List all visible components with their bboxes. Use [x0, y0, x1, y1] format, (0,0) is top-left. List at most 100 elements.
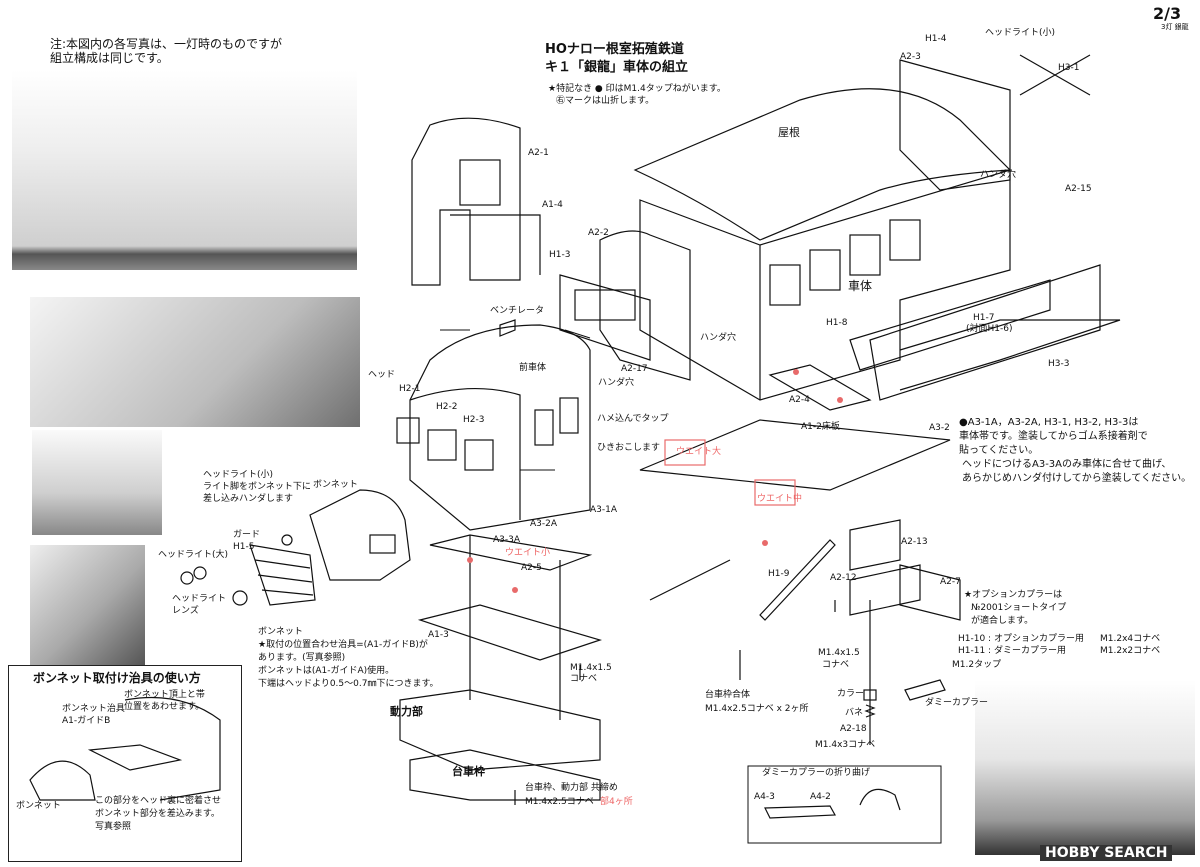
- label-bonnet: ボンネット: [313, 480, 358, 490]
- part-h3-1-xbrace: [1019, 54, 1091, 96]
- label-hikiokoshi: ひきおこします: [597, 443, 661, 453]
- label-handa-ana2: ハンダ穴: [598, 378, 635, 388]
- label-handa-hole: ハンダ穴: [980, 170, 1017, 180]
- note-a3-line1: ●A3-1A，A3-2A, H3-1, H3-2, H3-3は: [959, 417, 1139, 428]
- label-m12x2: M1.2x2コナベ: [1100, 646, 1161, 656]
- label-m12tap: M1.2タップ: [952, 660, 1002, 670]
- title-line2: キ１「銀龍」車体の組立: [545, 60, 689, 75]
- part-a2-1: [411, 117, 521, 286]
- part-a2-1-window: [459, 159, 501, 206]
- part-h1-7: [849, 279, 1051, 371]
- label-m14x15b: M1.4x1.5: [818, 648, 860, 658]
- bonnet-note-3: あります。(写真参照): [258, 653, 346, 663]
- part-car-body: [639, 169, 1011, 401]
- part-collar: [863, 689, 877, 701]
- window-h2-2: [427, 429, 457, 461]
- headlight-small: [281, 534, 293, 546]
- label-a4-2: A4-2: [810, 792, 831, 802]
- label-shatai: 車体: [848, 279, 873, 293]
- label-a2-3: A2-3: [900, 52, 921, 62]
- label-headlight-big: ヘッドライト(大): [158, 550, 229, 560]
- part-ventilator: [499, 319, 516, 337]
- label-a2-4: A2-4: [789, 395, 810, 405]
- label-shared3: 部4ヶ所: [600, 797, 633, 807]
- label-a2-13: A2-13: [901, 537, 928, 547]
- jig-note3: 写真参照: [95, 822, 132, 832]
- part-a2-2: [599, 230, 691, 381]
- jig-bonnet: ボンネット: [16, 801, 61, 811]
- part-dummy-coupler: [904, 679, 946, 701]
- label-guard: ガード: [233, 530, 261, 540]
- headlight-lens: [232, 590, 248, 606]
- jig-note1: この部分をヘッド裏に密着させ: [95, 796, 222, 806]
- label-handa-ana3: ハンダ穴: [700, 333, 737, 343]
- label-dummy-bend: ダミーカプラーの折り曲げ: [762, 768, 871, 778]
- label-konabe2: コナベ: [822, 660, 850, 670]
- jig-note2: ボンネット部分を差込みます。: [95, 809, 220, 819]
- photo-railcar-side: [12, 70, 357, 270]
- label-hl-small-1: ヘッドライト(小): [203, 470, 274, 480]
- part-floor-a1-2: [639, 419, 951, 491]
- label-head: ヘッド: [368, 370, 396, 380]
- label-hamekomi: ハメ込んでタップ: [597, 414, 669, 424]
- photo-headlight-guard: [32, 430, 162, 535]
- note-a3-line5: あらかじめハンダ付けしてから塗装してください。: [962, 473, 1192, 484]
- top-note-line1: 注:本図内の各写真は、一灯時のものですが: [50, 37, 283, 51]
- label-a3-3a: A3-3A: [493, 535, 521, 545]
- note-option-line2: №2001ショートタイプ: [971, 603, 1067, 613]
- part-a2-4: [768, 364, 872, 411]
- legend-line2: ㊨マークは山折します。: [556, 96, 655, 106]
- weight-large: [664, 439, 706, 466]
- window-h2-1: [396, 417, 420, 444]
- label-h2-1: H2-1: [399, 384, 421, 394]
- page-number: 2/3: [1153, 4, 1182, 23]
- bonnet-note-1: ボンネット: [258, 627, 303, 637]
- label-a2-5: A2-5: [521, 563, 542, 573]
- part-h1-9: [759, 539, 836, 621]
- label-h1-7-note: (対面H1-6): [966, 324, 1013, 334]
- label-a2-17: A2-17: [621, 364, 648, 374]
- label-h1-5: H1-5: [233, 542, 255, 552]
- part-a2-12: [849, 564, 921, 616]
- watermark-logo: HOBBY SEARCH: [1040, 845, 1173, 861]
- part-a2-13: [849, 519, 901, 571]
- bonnet-note-5: 下端はヘッドより0.5〜0.7㎜下につきます。: [258, 679, 439, 689]
- label-a2-2: A2-2: [588, 228, 609, 238]
- label-a1-2: A1-2床板: [801, 422, 840, 432]
- jig-box-title: ボンネット取付け治具の使い方: [33, 671, 201, 685]
- label-collar: カラー: [837, 689, 865, 699]
- part-front-body: [409, 324, 591, 531]
- label-mae-shatai: 前車体: [519, 363, 547, 373]
- label-weight-small: ウエイト小: [505, 548, 551, 558]
- jig-top1: ボンネット頂上と帯: [124, 690, 205, 700]
- part-a2-7: [899, 564, 961, 621]
- part-spring: [864, 704, 876, 718]
- part-h3-3: [899, 319, 1121, 391]
- note-a3-line2: 車体帯です。塗装してからゴム系接着剤で: [959, 431, 1148, 442]
- label-douryoku: 動力部: [390, 705, 423, 718]
- jig-guide1: ボンネット治具: [62, 704, 125, 714]
- photo-bonnet-head: [30, 545, 145, 665]
- label-a4-3: A4-3: [754, 792, 775, 802]
- label-a2-12: A2-12: [830, 573, 857, 583]
- part-h3-1: [899, 59, 1011, 191]
- label-h1-4: H1-4: [925, 34, 947, 44]
- label-bogie-note1: 台車枠合体: [705, 690, 751, 700]
- part-bonnet: [309, 489, 411, 581]
- jig-guide2: A1-ガイドB: [62, 716, 111, 726]
- label-a1-3: A1-3: [428, 630, 449, 640]
- label-hl-small-2: ライト脚をボンネット下に: [203, 482, 311, 492]
- label-weight-mid: ウエイト中: [757, 494, 803, 504]
- label-a3-2: A3-2: [929, 423, 950, 433]
- top-note-line2: 組立構成は同じです。: [50, 51, 169, 65]
- label-shared2: M1.4x2.5コナベ: [525, 797, 594, 807]
- label-h3-1: H3-1: [1058, 63, 1080, 73]
- jig-bonnet: [29, 760, 96, 801]
- note-option-line1: ★オプションカプラーは: [964, 590, 1063, 600]
- label-h3-3: H3-3: [1048, 359, 1070, 369]
- part-bogie-frame: [409, 749, 601, 801]
- jig-top2: 位置をあわせます。: [124, 702, 205, 712]
- note-option-line3: が適合します。: [971, 616, 1034, 626]
- label-hl-small-3: 差し込みハンダします: [203, 494, 294, 504]
- jig-usage-box: [8, 665, 242, 862]
